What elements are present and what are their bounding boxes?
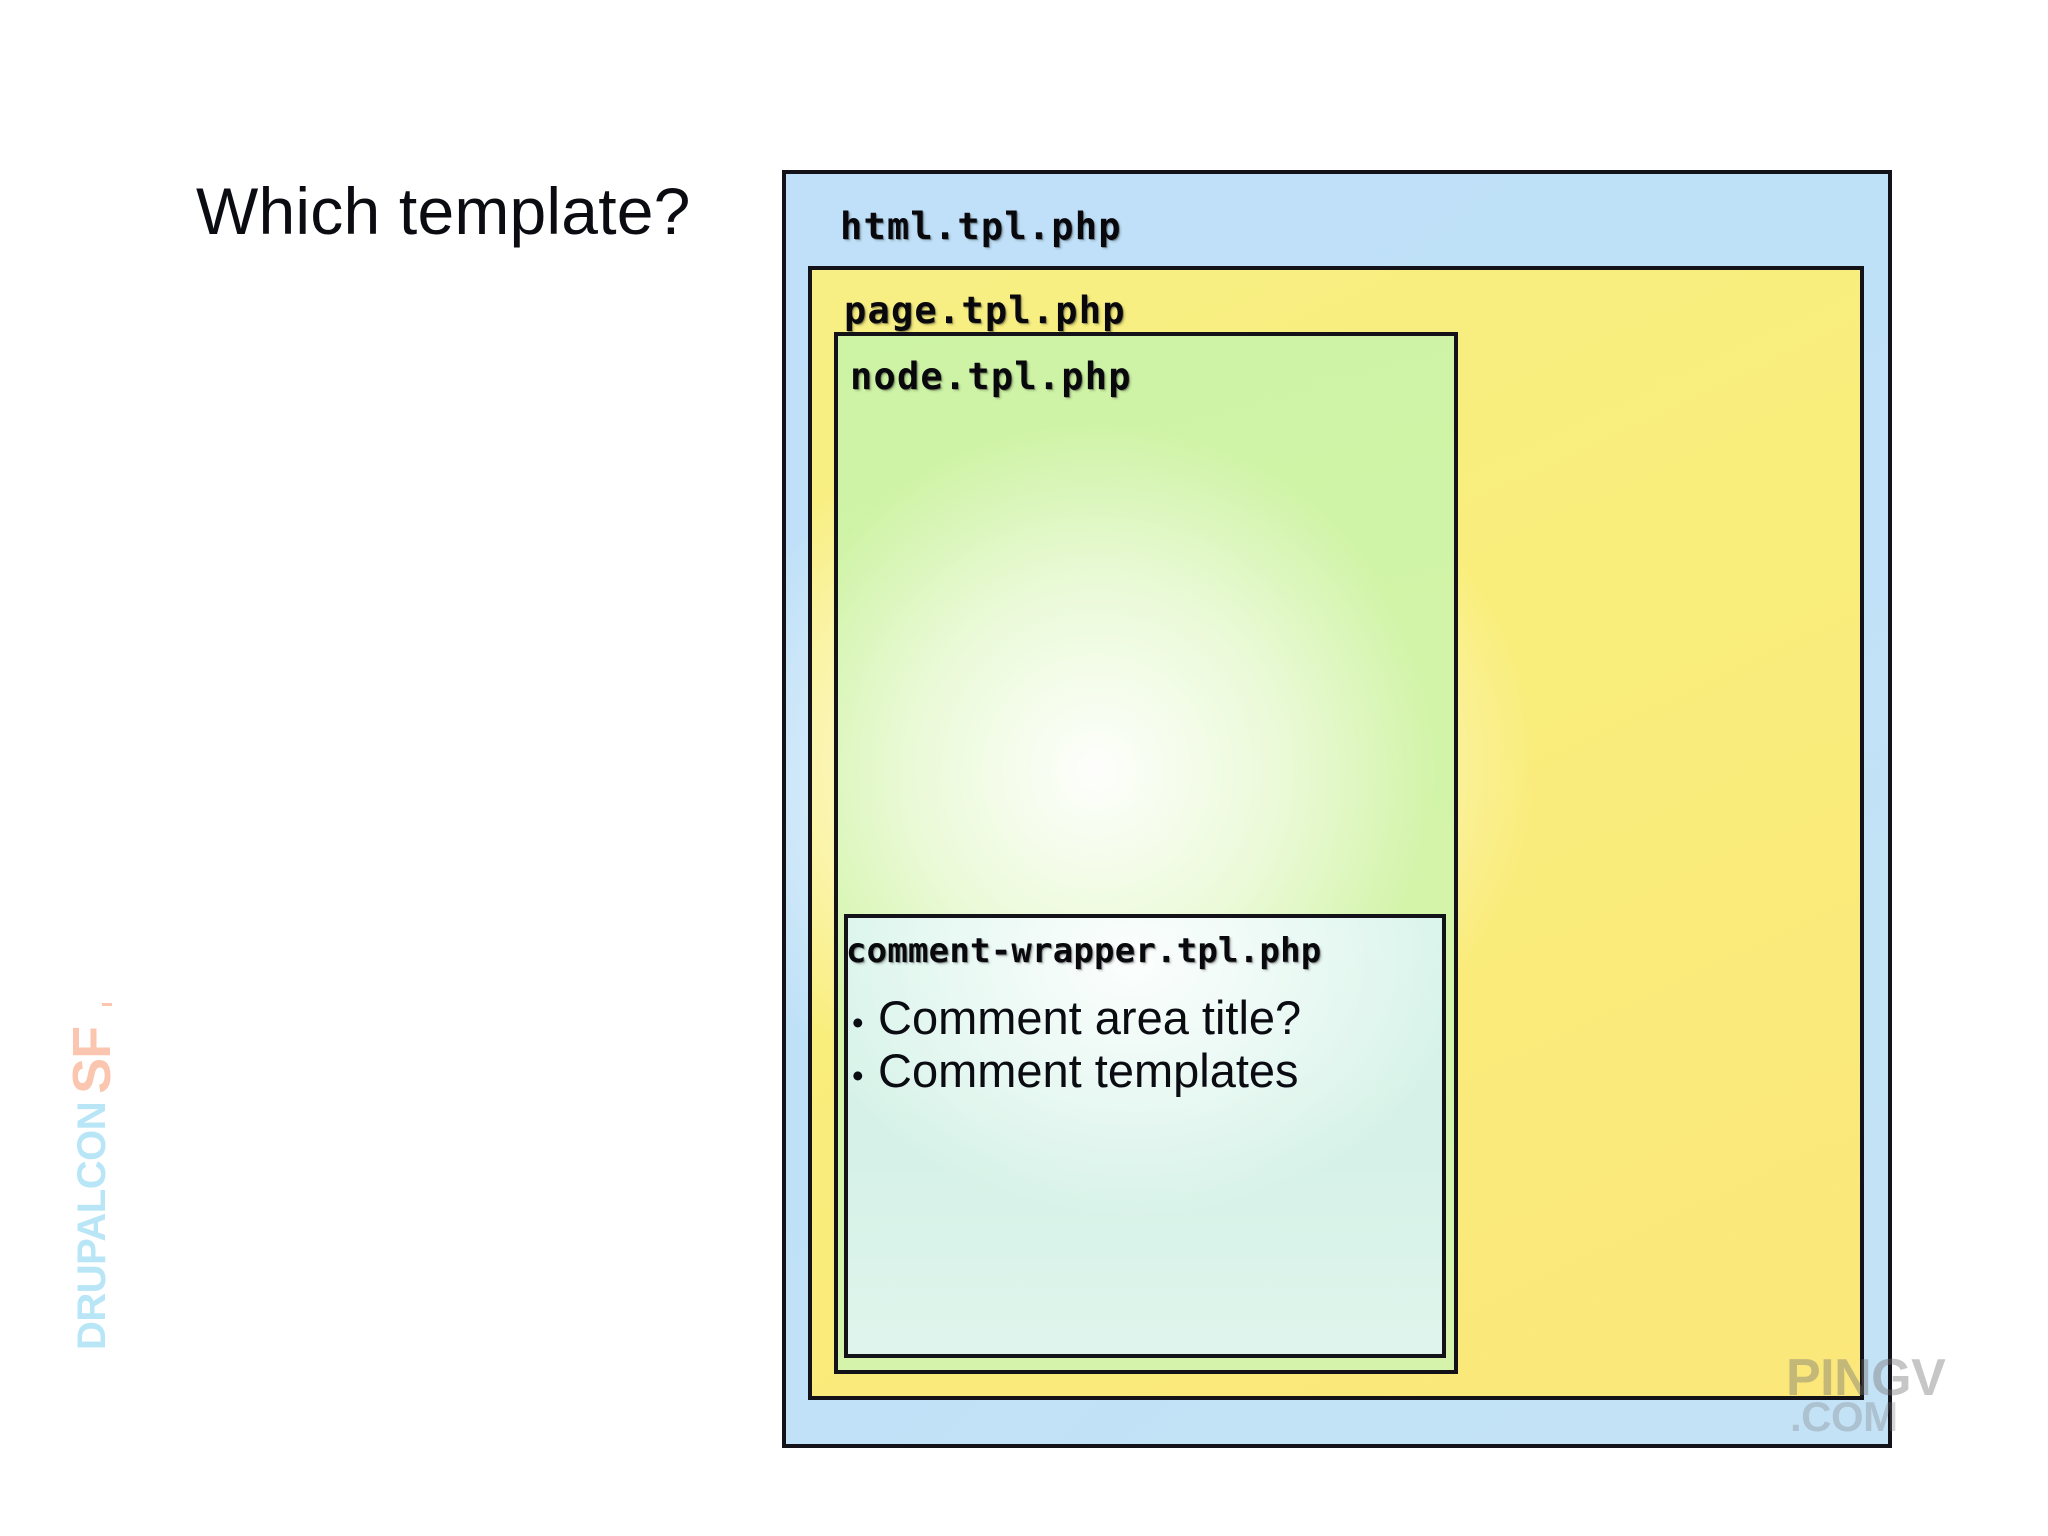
template-label-node: node.tpl.php [850,355,1132,398]
template-box-html: html.tpl.php page.tpl.php node.tpl.php c… [782,170,1892,1448]
list-item: • Comment area title? [852,991,1302,1045]
list-item: • Comment templates [852,1043,1301,1098]
list-item-label: Comment templates [878,1043,1299,1097]
drupalcon-sf-label: SF [62,1026,122,1094]
page-title: Which template? [196,174,691,248]
drupalcon-wordmark: DRUPALCON [70,1101,114,1350]
template-box-node: node.tpl.php comment-wrapper.tpl.php • C… [834,332,1458,1374]
template-box-page: page.tpl.php node.tpl.php comment-wrappe… [808,266,1864,1400]
bullet-dot-icon: • [852,1056,864,1094]
template-label-page: page.tpl.php [844,289,1126,332]
list-item-label: Comment area title? [878,991,1302,1044]
template-label-html: html.tpl.php [840,205,1122,248]
comment-wrapper-bullet-list: • Comment area title? • Comment template… [852,991,1302,1098]
template-box-comment-wrapper: comment-wrapper.tpl.php • Comment area t… [844,914,1446,1358]
bullet-dot-icon: • [852,1004,864,1041]
template-label-comment-wrapper: comment-wrapper.tpl.php [846,931,1322,971]
drupalcon-watermark: DRUPALCON SF [60,1027,124,1350]
